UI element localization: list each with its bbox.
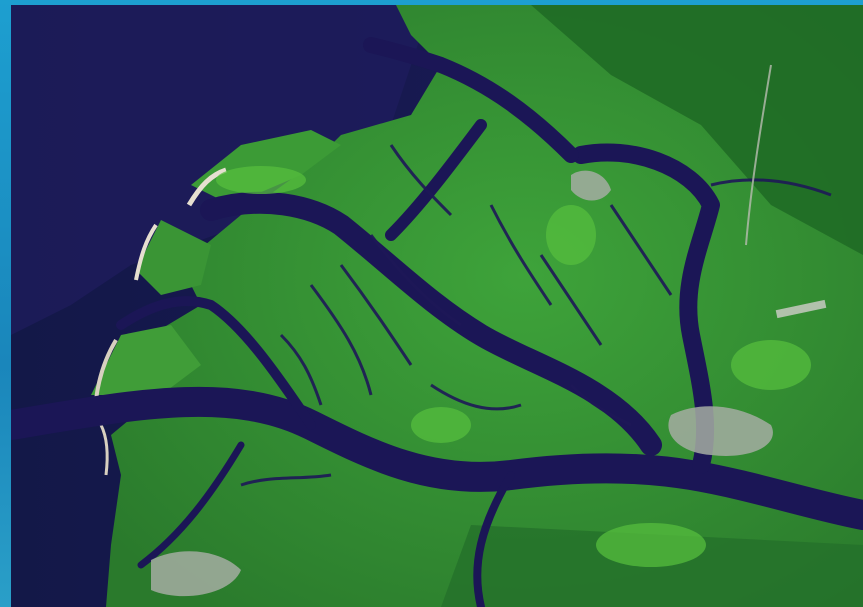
channel-west <box>116 296 316 430</box>
forest-area <box>531 5 863 255</box>
main-channel-south <box>11 386 863 530</box>
road <box>745 64 772 246</box>
fields <box>216 166 811 567</box>
sand-spit-1 <box>186 167 227 207</box>
delta-land <box>106 5 863 607</box>
distributaries <box>240 144 832 487</box>
city-east <box>668 406 773 456</box>
urban-areas <box>151 170 827 597</box>
channel-southwest <box>137 441 245 569</box>
airfield <box>775 299 827 319</box>
river-channels <box>11 37 863 607</box>
sand-spit-4 <box>99 424 109 476</box>
island-sw <box>91 325 201 395</box>
town-north <box>571 170 611 201</box>
channel-northwest <box>385 119 487 241</box>
channel-north <box>363 37 579 163</box>
island-west <box>136 220 211 295</box>
satellite-delta-image <box>11 5 863 607</box>
main-channel-east <box>572 143 720 474</box>
channel-south-branch <box>473 471 515 607</box>
town-southwest <box>151 551 241 597</box>
sand-spit-2 <box>134 223 158 281</box>
sand-spit-3 <box>94 338 118 401</box>
